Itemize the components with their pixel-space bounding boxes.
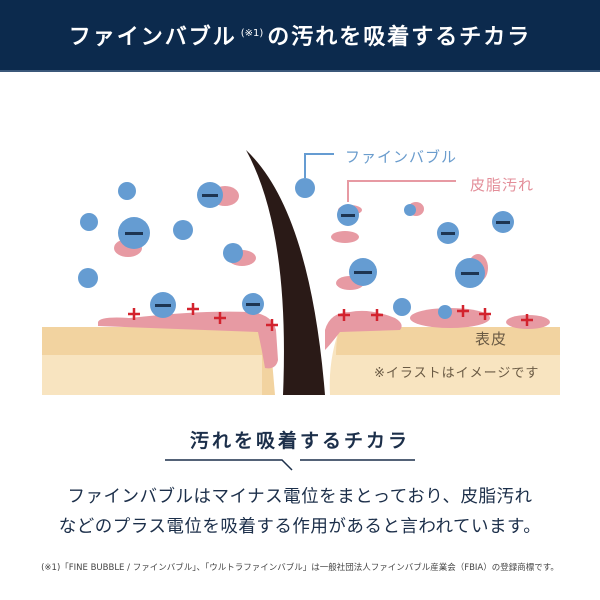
title-rest: の汚れを吸着するチカラ [267, 25, 532, 50]
fine-bubbles [78, 178, 452, 319]
charged-bubbles [118, 182, 514, 318]
sebum-leader-line [347, 180, 456, 202]
section-title: 汚れを吸着するチカラ [189, 430, 410, 452]
skin-left [42, 327, 275, 395]
hair-strand [246, 150, 325, 395]
sebum-layer-left [98, 311, 278, 369]
fine-bubble-diagram [42, 150, 560, 395]
skin-right [329, 327, 560, 395]
footnote: (※1)「FINE BUBBLE / ファインバブル」、「ウルトラファインバブル… [41, 563, 559, 573]
body-line-2: などのプラス電位を吸着する作用があると言われています。 [58, 517, 542, 537]
body-line-1: ファインバブルはマイナス電位をまとっており、皮脂汚れ [67, 487, 533, 507]
page-title: ファインバブル (※1) の汚れを吸着するチカラ [69, 19, 532, 51]
label-fine-bubble: ファインバブル [345, 148, 458, 166]
label-sebum: 皮脂汚れ [470, 176, 535, 194]
title-underline [165, 459, 415, 471]
title-main: ファインバブル [68, 25, 237, 50]
label-epidermis: 表皮 [475, 330, 508, 348]
section-body: ファインバブルはマイナス電位をまとっており、皮脂汚れ などのプラス電位を吸着する… [0, 482, 600, 542]
label-image-note: ※イラストはイメージです [374, 366, 540, 381]
illustration: ファインバブル 皮脂汚れ 表皮 ※イラストはイメージです [0, 72, 600, 412]
bubble-leader-line [304, 153, 334, 178]
title-footnote-mark: (※1) [240, 28, 264, 39]
header-banner: ファインバブル (※1) の汚れを吸着するチカラ [0, 0, 600, 72]
plus-charges [128, 303, 533, 331]
